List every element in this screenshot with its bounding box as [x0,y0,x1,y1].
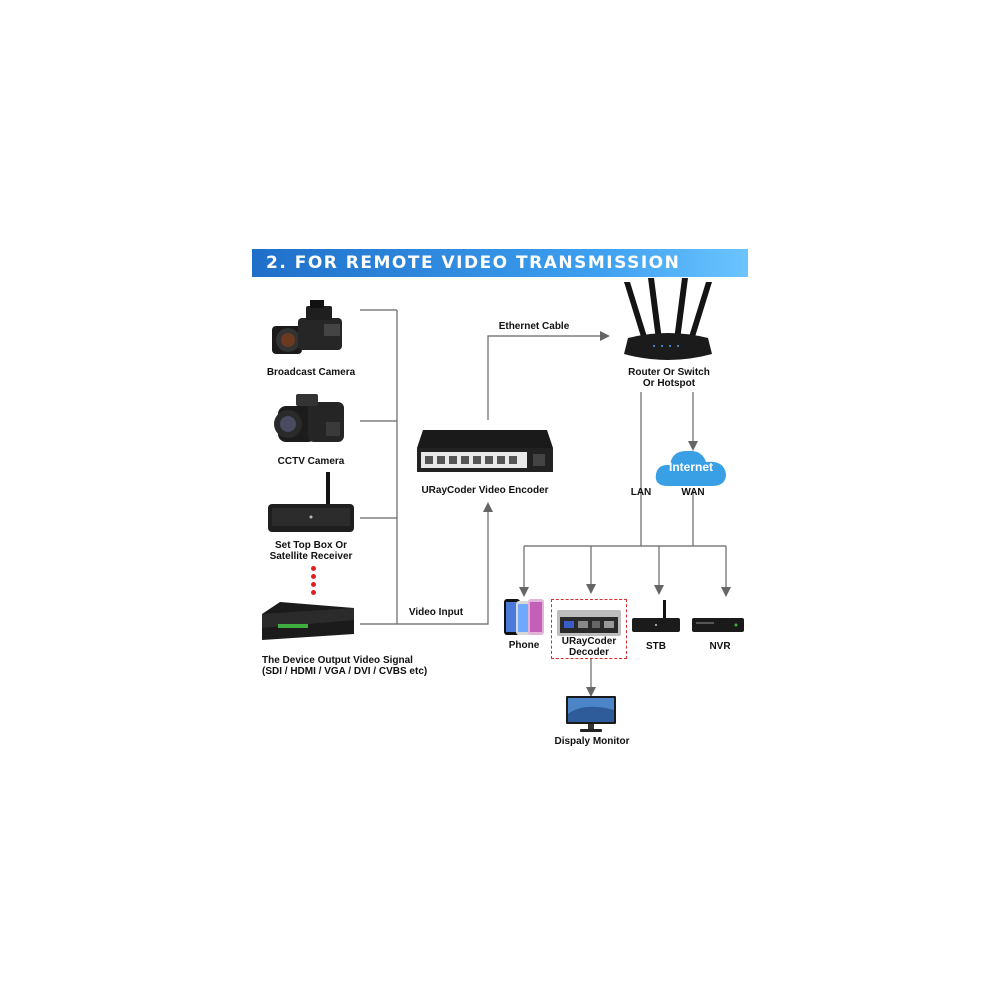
ellipsis-dot [311,582,316,587]
cctv-camera-label: CCTV Camera [256,456,366,467]
video-input-label: Video Input [406,607,466,618]
broadcast-camera-label: Broadcast Camera [256,367,366,378]
router-label: Router Or Switch Or Hotspot [617,367,721,389]
internet-label: Internet [662,460,720,474]
broadcast-camera-icon [266,298,348,362]
nvr-label: NVR [700,641,740,652]
stb-label: STB [636,641,676,652]
wan-label: WAN [678,487,708,498]
phone-label: Phone [498,640,550,651]
ethernet-line [488,336,605,420]
ellipsis-dot [311,574,316,579]
output-device-icon [258,600,358,644]
cctv-camera-icon [268,392,350,450]
decoder-label: URayCoder Decoder [552,636,626,658]
encoder-icon [415,428,555,480]
lan-label: LAN [626,487,656,498]
nvr-icon [690,614,746,634]
router-icon [620,278,716,364]
ellipsis-dot [311,566,316,571]
encoder-label: URayCoder Video Encoder [410,485,560,496]
phone-icon [502,597,546,637]
set-top-box-label: Set Top Box Or Satellite Receiver [246,540,376,562]
ellipsis-dot [311,590,316,595]
monitor-label: Dispaly Monitor [546,736,638,747]
output-device-label: The Device Output Video Signal (SDI / HD… [262,655,462,677]
stb-icon [630,598,682,634]
ethernet-cable-label: Ethernet Cable [498,321,570,332]
set-top-box-icon [266,470,356,534]
monitor-icon [564,694,618,734]
decoder-icon [556,609,622,637]
